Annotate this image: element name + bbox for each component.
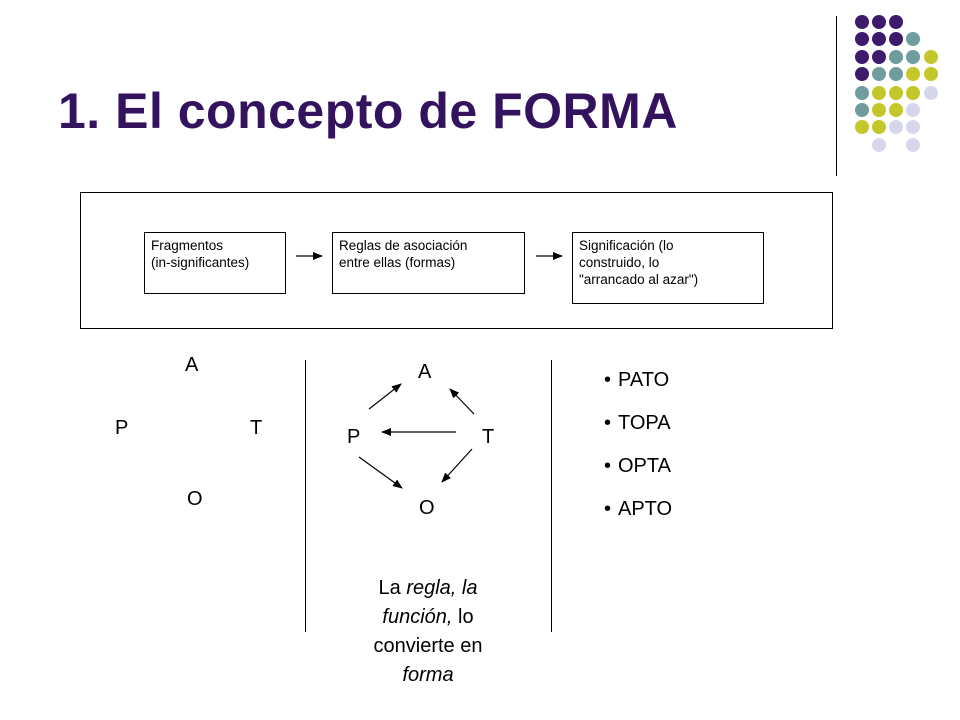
arrow-p-to-o — [358, 456, 403, 489]
column-divider-right — [551, 360, 552, 632]
decorative-dot — [889, 67, 903, 81]
flow-box-rules-line1: Reglas de asociación — [339, 238, 468, 253]
decorative-dot — [906, 103, 920, 117]
middle-letter-p: P — [347, 426, 361, 448]
left-letter-a: A — [185, 354, 199, 376]
diagram-caption: La regla, la función, lo convierte en fo… — [352, 574, 504, 690]
decorative-dot — [889, 15, 903, 29]
middle-letter-o: O — [419, 497, 435, 519]
middle-letter-a: A — [418, 361, 432, 383]
column-divider-left — [305, 360, 306, 632]
bullet-glyph: • — [604, 412, 612, 434]
decorative-dot — [924, 67, 938, 81]
slide-title: 1. El concepto de FORMA — [58, 83, 678, 139]
decorative-dot — [872, 103, 886, 117]
decorative-dot — [855, 103, 869, 117]
caption-part-2: regla, la función, — [382, 577, 478, 628]
decorative-dot-grid — [0, 0, 960, 170]
decorative-dot — [889, 120, 903, 134]
word-apto: APTO — [618, 498, 673, 520]
decorative-dot — [889, 50, 903, 64]
word-topa: TOPA — [618, 412, 671, 434]
bullet-glyph: • — [604, 455, 612, 477]
decorative-dot — [906, 120, 920, 134]
decorative-dot — [855, 120, 869, 134]
left-letter-p: P — [115, 417, 129, 439]
decorative-dot — [924, 50, 938, 64]
caption-part-3: lo convierte en — [373, 606, 483, 657]
word-pato: PATO — [618, 369, 670, 391]
decorative-dot — [906, 86, 920, 100]
decorative-dot — [906, 50, 920, 64]
flow-box-signification-line1: Significación (lo — [579, 238, 674, 253]
decorative-dot — [889, 103, 903, 117]
list-item: • TOPA — [604, 411, 672, 454]
decorative-dot — [855, 15, 869, 29]
flow-box-signification: Significación (lo construido, lo "arranc… — [572, 232, 764, 304]
decorative-dot — [872, 32, 886, 46]
decorative-dot — [855, 67, 869, 81]
list-item: • APTO — [604, 497, 672, 540]
decorative-dot — [924, 86, 938, 100]
word-opta: OPTA — [618, 455, 671, 477]
caption-part-1: La — [378, 577, 407, 599]
word-list: • PATO • TOPA • OPTA • APTO — [604, 368, 672, 540]
flow-box-fragments-line2: (in-significantes) — [151, 255, 250, 270]
decorative-dot — [906, 138, 920, 152]
decorative-dot — [855, 32, 869, 46]
flow-box-rules-line2: entre ellas (formas) — [339, 255, 456, 270]
decorative-dot — [872, 67, 886, 81]
decorative-dot — [872, 50, 886, 64]
decorative-dot — [855, 86, 869, 100]
middle-letter-t: T — [482, 426, 495, 448]
flow-box-fragments-line1: Fragmentos — [151, 238, 224, 253]
decorative-dot — [889, 86, 903, 100]
flow-box-fragments: Fragmentos (in-significantes) — [144, 232, 286, 294]
list-item: • OPTA — [604, 454, 672, 497]
arrow-t-to-o — [441, 448, 473, 483]
list-item: • PATO — [604, 368, 672, 411]
left-letter-o: O — [187, 488, 203, 510]
decorative-dot — [906, 32, 920, 46]
bullet-glyph: • — [604, 498, 612, 520]
decorative-dot — [872, 120, 886, 134]
arrow-a-to-t — [449, 388, 475, 415]
bullet-glyph: • — [604, 369, 612, 391]
caption-part-4: forma — [402, 664, 454, 686]
decorative-dot — [872, 15, 886, 29]
decorative-dot — [872, 138, 886, 152]
decorative-dot — [855, 50, 869, 64]
flow-box-signification-line3: "arrancado al azar") — [579, 272, 699, 287]
arrow-p-to-a — [368, 383, 402, 410]
left-letter-t: T — [250, 417, 263, 439]
decorative-dot — [889, 32, 903, 46]
flow-diagram-frame — [80, 192, 833, 329]
flow-box-rules: Reglas de asociación entre ellas (formas… — [332, 232, 525, 294]
decorative-dot — [906, 67, 920, 81]
header-divider-line — [836, 16, 837, 176]
decorative-dot — [872, 86, 886, 100]
flow-box-signification-line2: construido, lo — [579, 255, 660, 270]
